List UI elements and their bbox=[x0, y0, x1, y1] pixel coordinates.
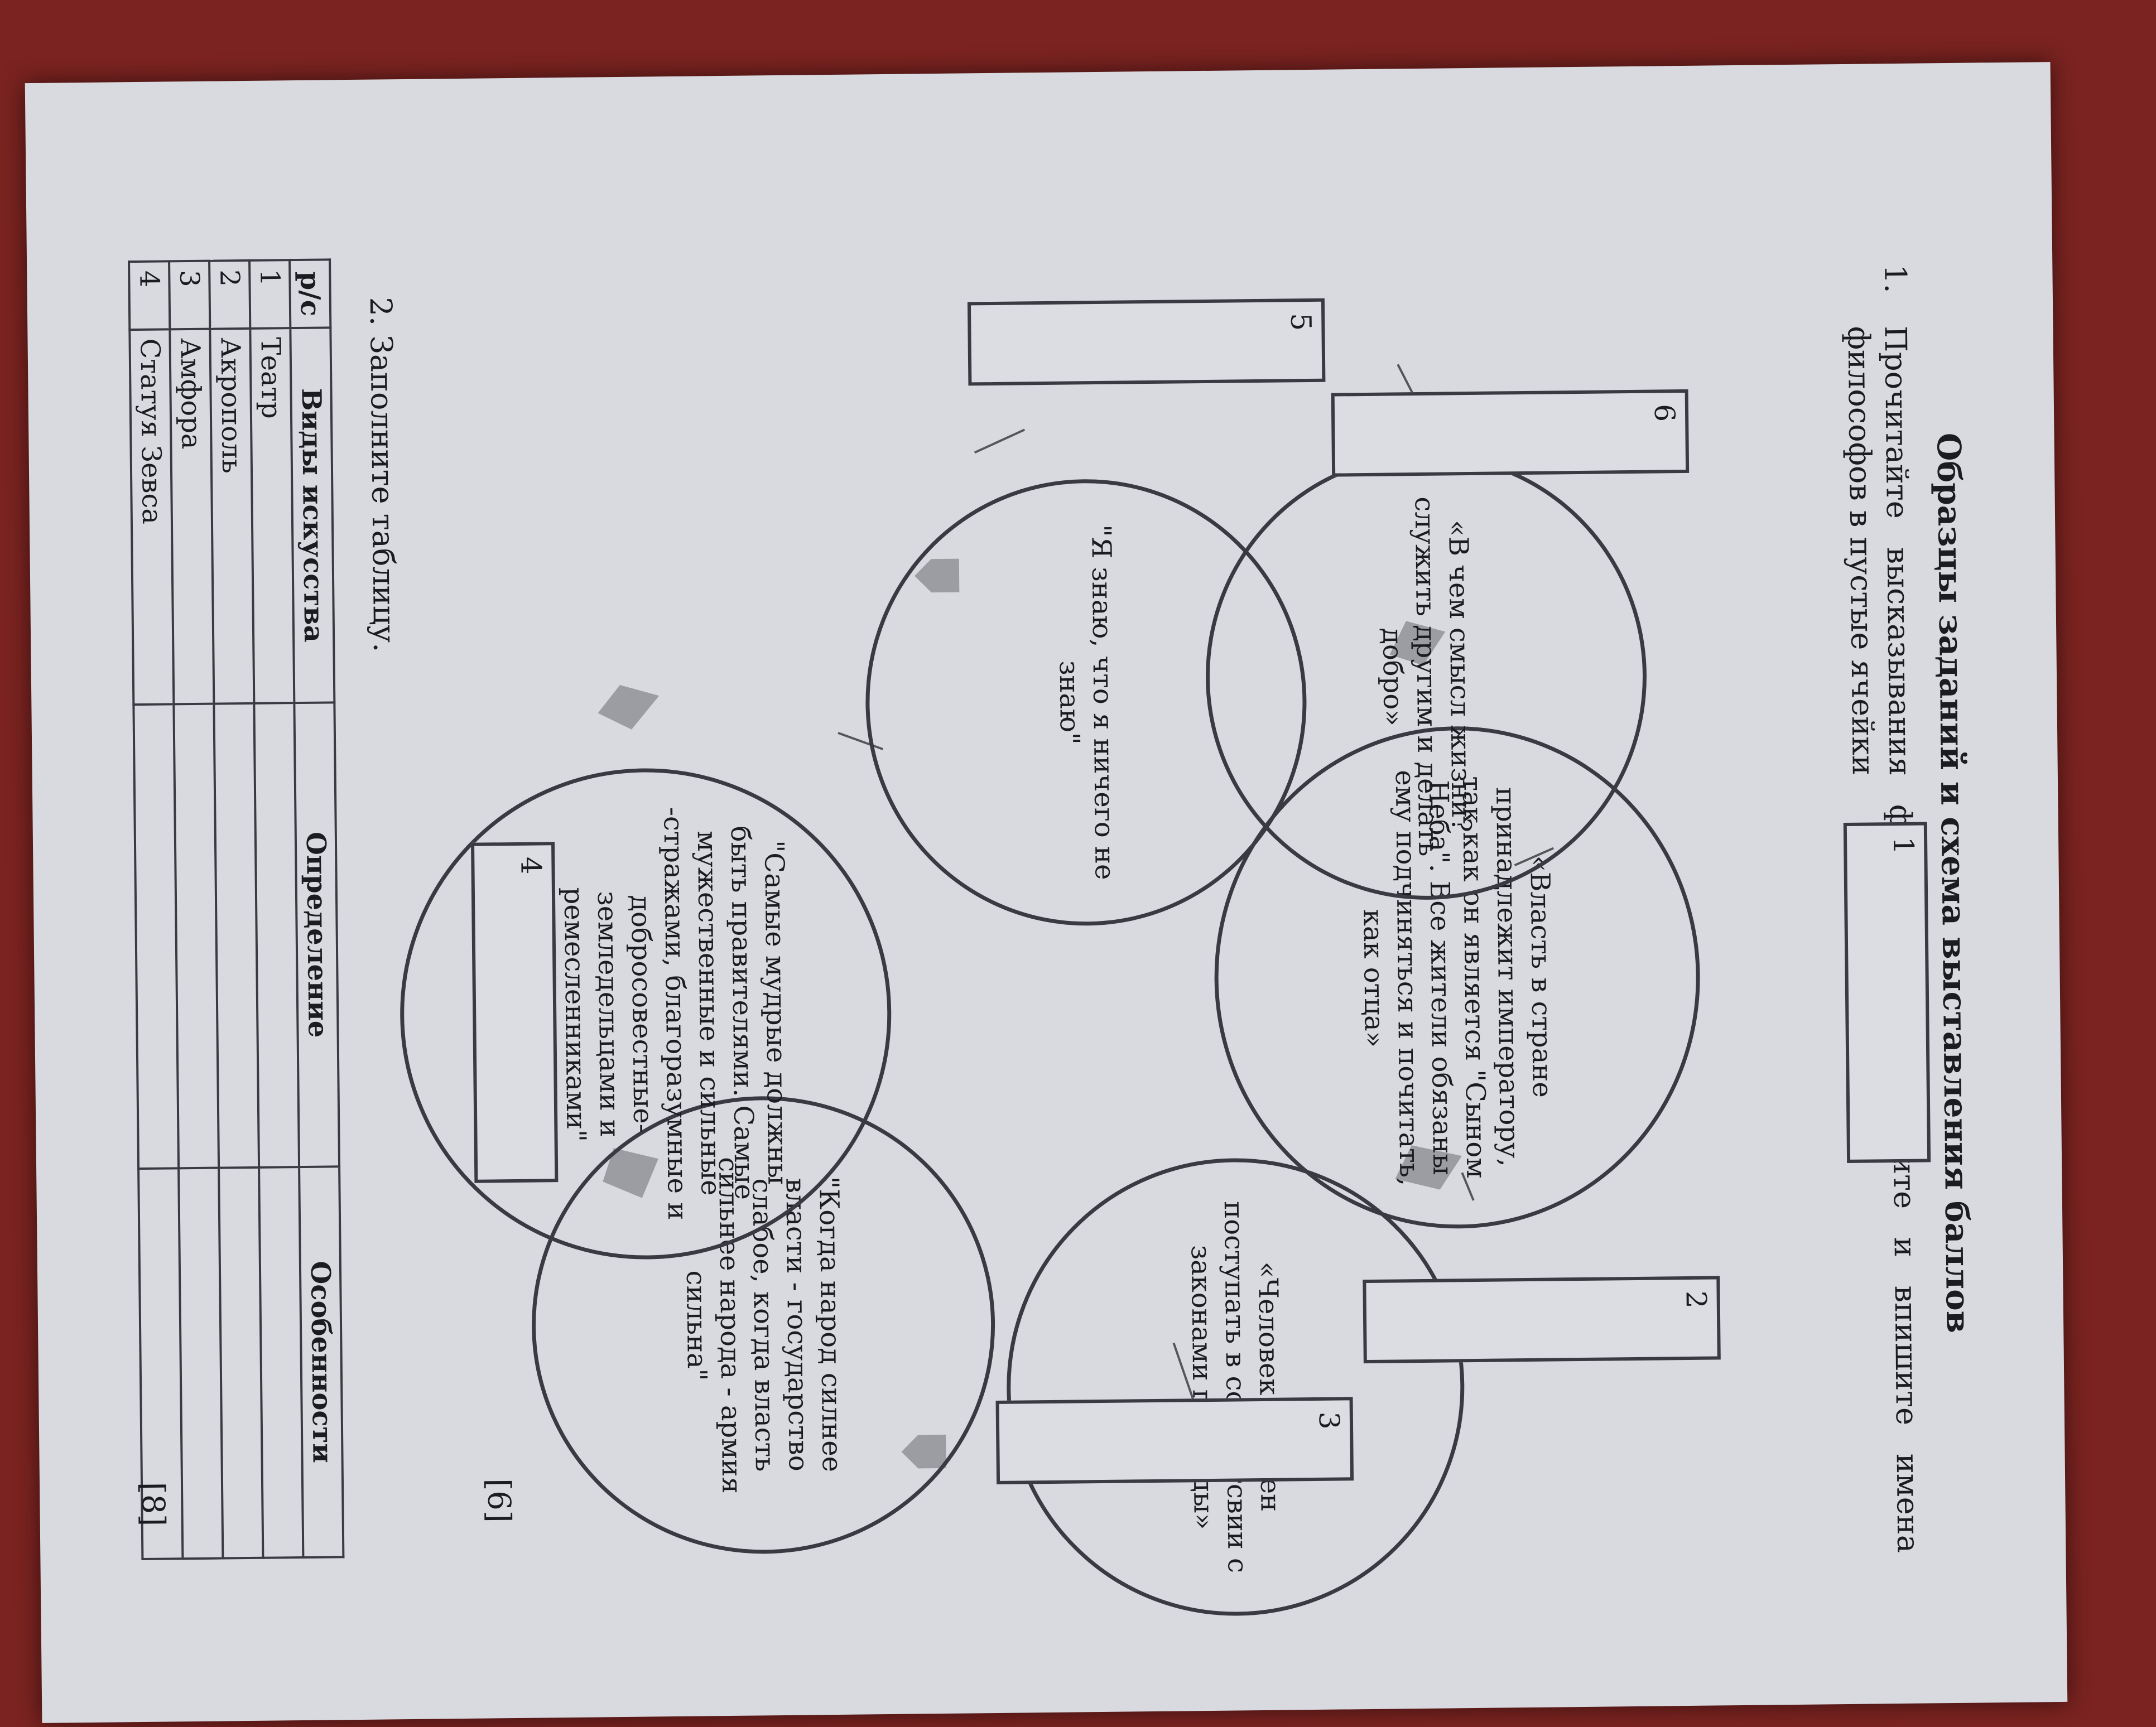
task1-score: [6] bbox=[480, 1478, 517, 1523]
row-art-type: Амфора bbox=[170, 329, 214, 705]
row-art-type: Акрополь bbox=[210, 328, 254, 704]
connector-line-5 bbox=[974, 428, 1026, 454]
arrow-2-3 bbox=[901, 1434, 946, 1469]
art-table: р/с Виды искусства Определение Особеннос… bbox=[128, 258, 344, 1560]
diagram-connectors bbox=[598, 364, 1555, 1469]
row-number: 4 bbox=[129, 261, 170, 330]
answer-box-5[interactable]: 5 bbox=[967, 298, 1326, 386]
circle-4-text: "Самые мудрые должны быть правителями. С… bbox=[557, 807, 793, 1221]
answer-box-1[interactable]: 1 bbox=[1843, 822, 1931, 1163]
col-definition: Определение bbox=[294, 702, 340, 1168]
box-3-number: 3 bbox=[1312, 1411, 1346, 1430]
answer-box-3[interactable]: 3 bbox=[995, 1397, 1354, 1484]
row-features-cell[interactable] bbox=[219, 1167, 263, 1559]
row-number: 2 bbox=[209, 260, 251, 329]
answer-box-6[interactable]: 6 bbox=[1331, 389, 1690, 477]
answer-box-4[interactable]: 4 bbox=[471, 842, 559, 1183]
connector-line-4 bbox=[838, 732, 883, 750]
row-definition-cell[interactable] bbox=[174, 703, 219, 1169]
task2-instruction: 2. Заполните таблицу. bbox=[363, 297, 402, 653]
row-features-cell[interactable] bbox=[259, 1167, 304, 1558]
paper-sheet: Образцы заданий и схема выставления балл… bbox=[25, 62, 2068, 1723]
circle-2-text: «Человек должен поступать в соответсвии … bbox=[1185, 1200, 1286, 1574]
row-definition-cell[interactable] bbox=[254, 703, 300, 1168]
col-number: р/с bbox=[290, 259, 331, 329]
connector-line-1 bbox=[1514, 847, 1555, 867]
row-definition-cell[interactable] bbox=[214, 703, 259, 1168]
connector-line-2 bbox=[1461, 1172, 1475, 1201]
row-definition-cell[interactable] bbox=[133, 704, 179, 1169]
row-art-type: Статуя Зевса bbox=[129, 329, 174, 705]
row-art-type: Театр bbox=[250, 328, 295, 703]
circle-6-text: «В чем смысл жизни? служить другим и дел… bbox=[1377, 496, 1477, 857]
box-2-number: 2 bbox=[1679, 1290, 1712, 1309]
row-features-cell[interactable] bbox=[179, 1168, 223, 1559]
box-1-number: 1 bbox=[1887, 836, 1920, 855]
circle-5-text: "Я знаю, что я ничего не знаю" bbox=[1053, 524, 1120, 880]
arrow-3-4 bbox=[603, 1148, 658, 1198]
task2-score: [8] bbox=[134, 1482, 171, 1527]
arrow-5-6 bbox=[915, 558, 960, 593]
row-number: 3 bbox=[169, 261, 210, 330]
box-6-number: 6 bbox=[1648, 404, 1681, 422]
box-4-number: 4 bbox=[514, 856, 547, 875]
box-5-number: 5 bbox=[1284, 312, 1317, 331]
col-features: Особенности bbox=[299, 1166, 344, 1558]
arrow-1-2 bbox=[1395, 1145, 1462, 1190]
arrow-6-1 bbox=[1389, 621, 1446, 665]
arrow-4-5 bbox=[598, 684, 660, 730]
worksheet: Образцы заданий и схема выставления балл… bbox=[67, 90, 2025, 1695]
answer-box-2[interactable]: 2 bbox=[1363, 1276, 1721, 1364]
row-number: 1 bbox=[249, 260, 291, 329]
col-art-type: Виды искусства bbox=[290, 327, 335, 703]
